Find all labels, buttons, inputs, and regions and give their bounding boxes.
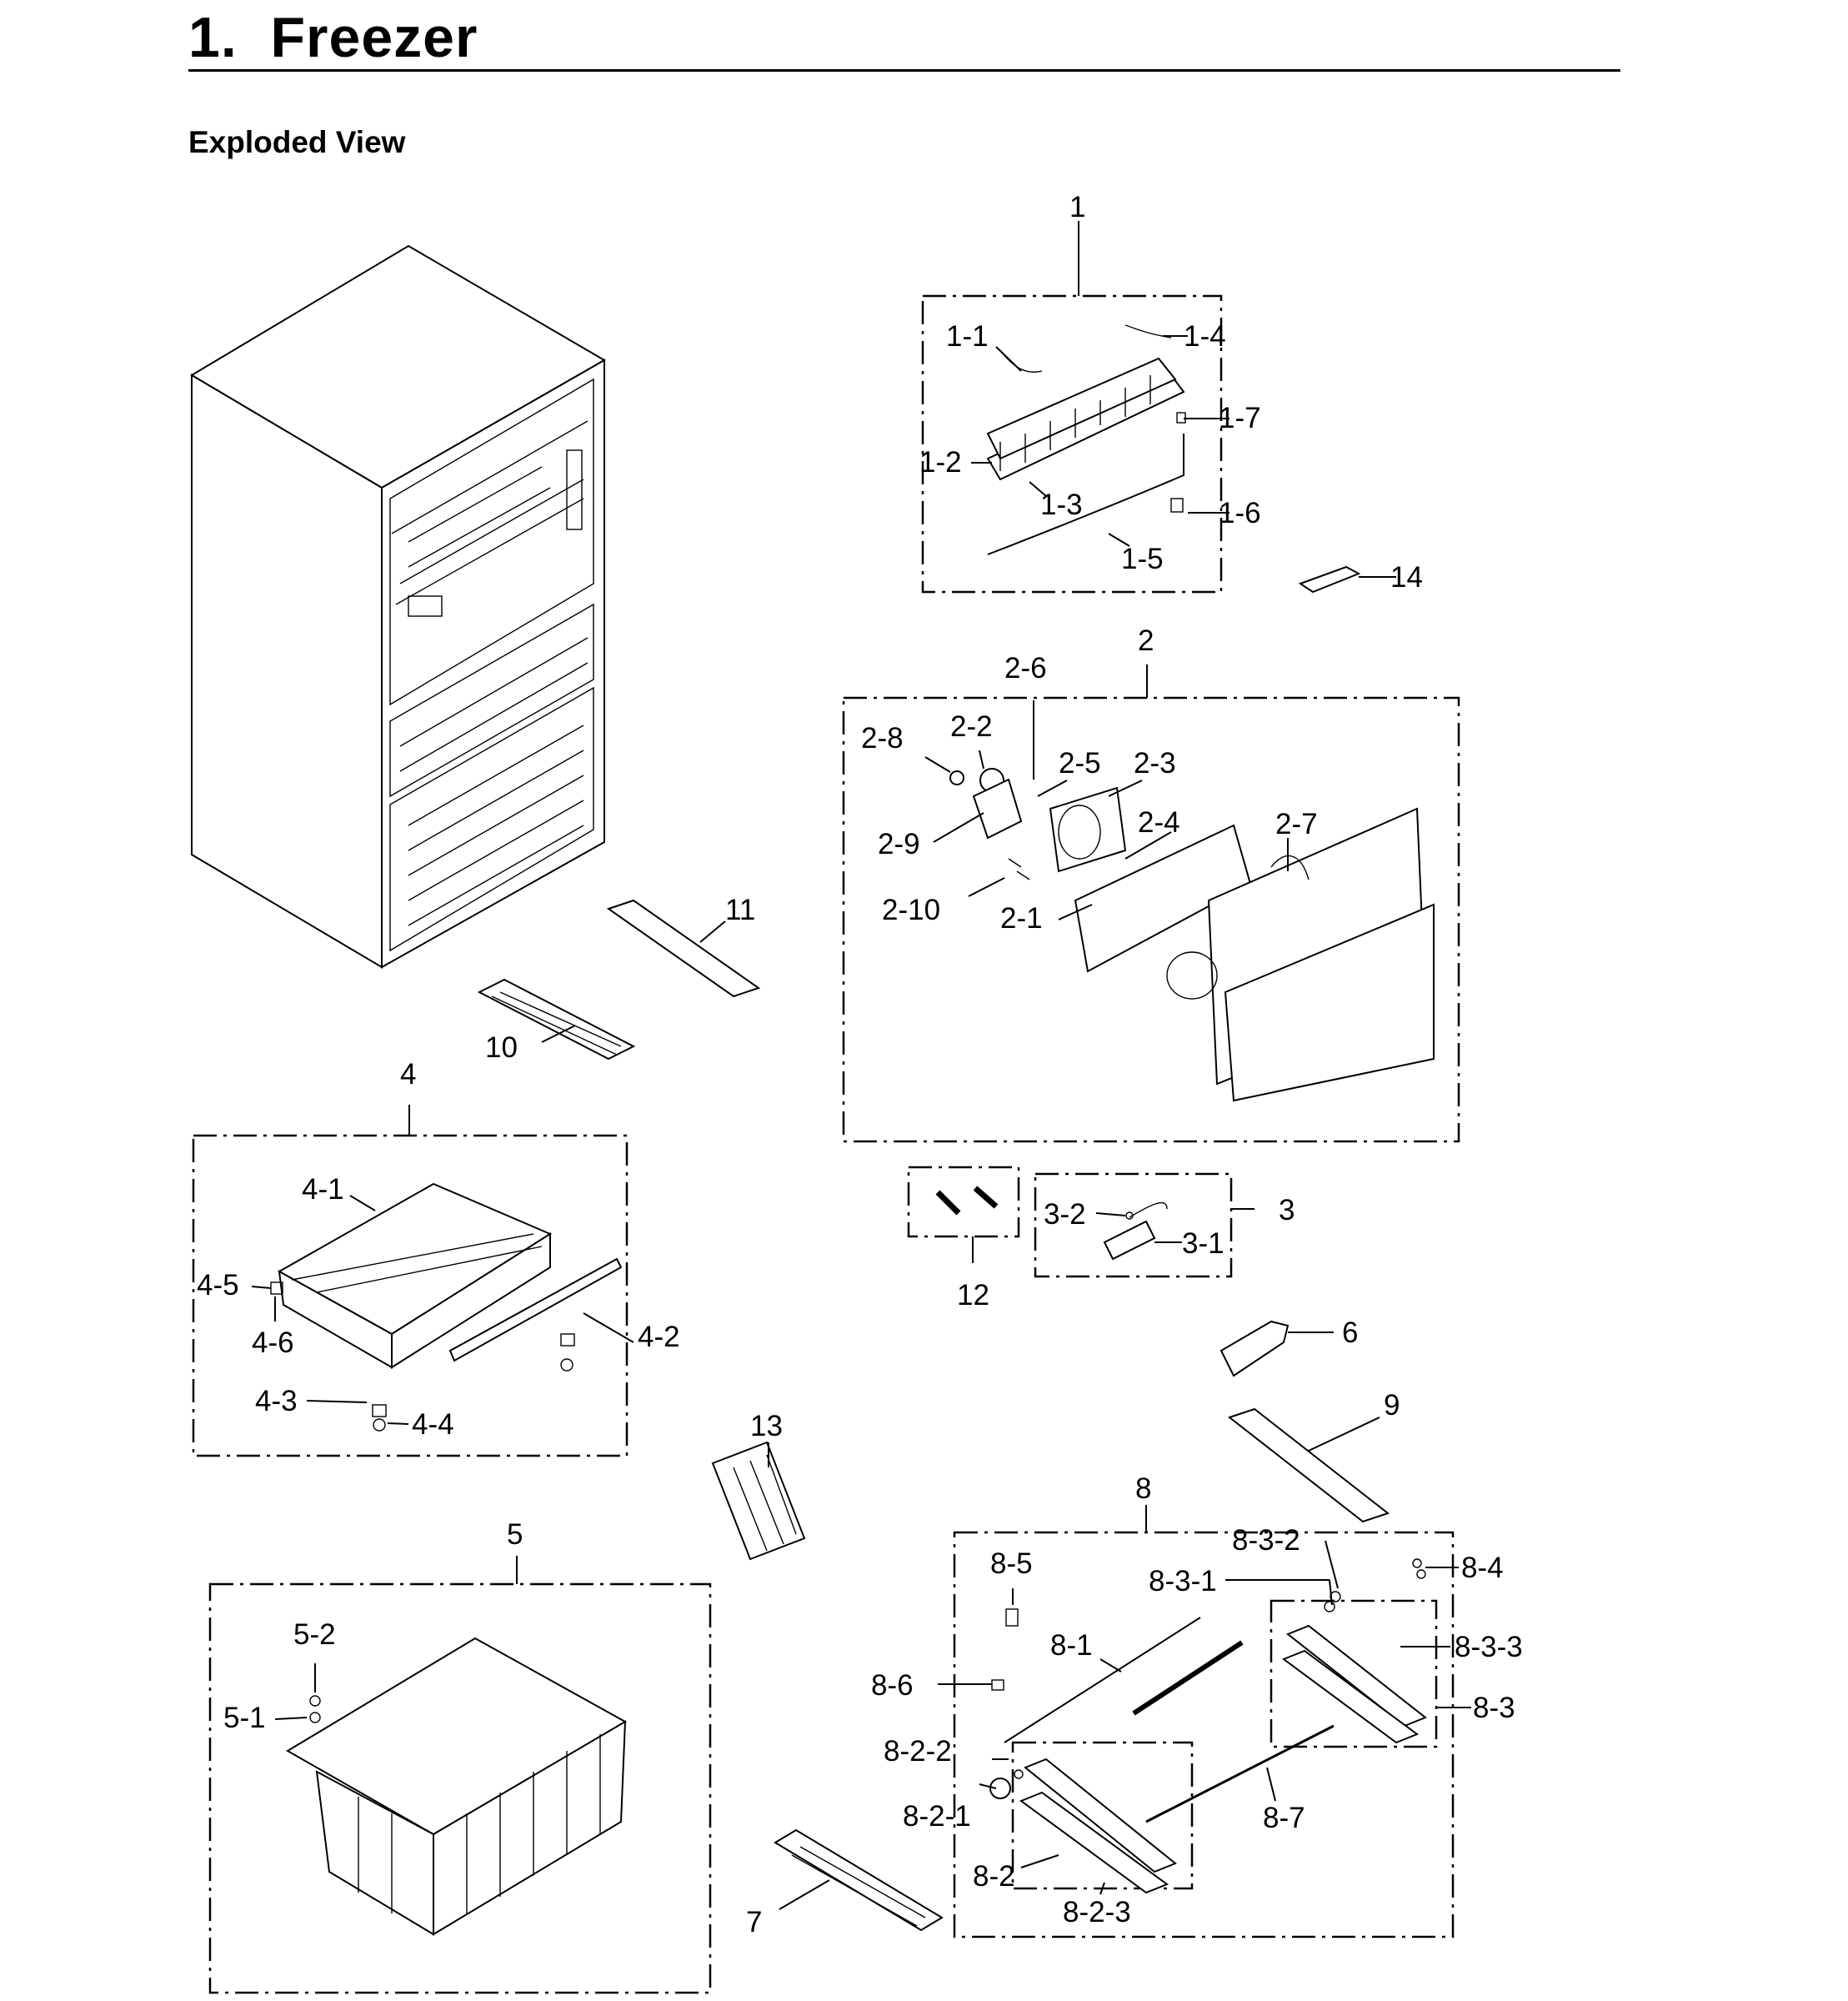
part-2-fan-duct: [949, 768, 1435, 1102]
callout-3: 3: [1279, 1194, 1295, 1226]
callout-1: 1: [1069, 191, 1085, 223]
part-14-cover: [1298, 565, 1361, 594]
part-6-bracket: [1219, 1320, 1290, 1377]
callout-2-7: 2-7: [1275, 808, 1318, 840]
callout-6: 6: [1342, 1316, 1358, 1349]
callout-2: 2: [1138, 624, 1154, 657]
callout-5: 5: [507, 1518, 523, 1551]
callout-2-6: 2-6: [1004, 652, 1047, 685]
callout-8-7: 8-7: [1263, 1802, 1305, 1834]
callout-7: 7: [746, 1906, 762, 1938]
callout-11: 11: [725, 894, 755, 926]
callout-2-1: 2-1: [1000, 902, 1043, 935]
callout-1-3: 1-3: [1040, 489, 1083, 521]
callout-4: 4: [400, 1058, 416, 1091]
callout-2-4: 2-4: [1138, 806, 1180, 839]
callout-2-2: 2-2: [950, 710, 993, 743]
cabinet-drawing: [190, 244, 606, 969]
callout-8-6: 8-6: [871, 1669, 914, 1702]
callout-1-1: 1-1: [946, 320, 989, 353]
part-8-rail-assembly: [989, 1558, 1427, 1894]
callout-5-1: 5-1: [223, 1702, 266, 1734]
callout-8-4: 8-4: [1461, 1552, 1504, 1584]
callout-1-7: 1-7: [1219, 402, 1261, 434]
callout-12: 12: [957, 1279, 989, 1311]
part-11-rail: [606, 899, 761, 998]
callout-10: 10: [485, 1031, 518, 1064]
part-10-cover: [477, 978, 636, 1061]
callout-4-3: 4-3: [255, 1385, 298, 1417]
callout-4-5: 4-5: [197, 1269, 239, 1301]
callout-8: 8: [1135, 1472, 1151, 1505]
callout-4-1: 4-1: [302, 1173, 344, 1206]
callout-2-10: 2-10: [882, 894, 940, 926]
callout-1-2: 1-2: [919, 446, 962, 479]
callout-8-2: 8-2: [973, 1860, 1015, 1893]
callout-8-5: 8-5: [990, 1547, 1033, 1580]
page-title: 1. Freezer: [188, 6, 478, 69]
callout-2-8: 2-8: [861, 722, 904, 755]
callout-2-9: 2-9: [878, 828, 920, 860]
callout-4-2: 4-2: [638, 1321, 680, 1353]
part-4-drawer: [270, 1182, 623, 1432]
callout-2-3: 2-3: [1134, 747, 1176, 780]
callout-1-6: 1-6: [1219, 497, 1261, 529]
callout-4-4: 4-4: [412, 1408, 454, 1441]
part-5-bin: [286, 1637, 628, 1936]
group-8-box: [953, 1531, 1455, 1938]
callout-8-3: 8-3: [1473, 1692, 1515, 1724]
part-9-rail: [1227, 1407, 1390, 1523]
part-1-evaporator: [986, 324, 1186, 555]
group-1-box: [921, 294, 1223, 594]
callout-8-1: 8-1: [1050, 1629, 1093, 1662]
group-8-3-box: [1270, 1599, 1438, 1748]
callout-1-4: 1-4: [1184, 320, 1226, 353]
callout-3-2: 3-2: [1044, 1198, 1086, 1231]
callout-13: 13: [750, 1410, 783, 1442]
group-5-box: [208, 1582, 712, 1994]
title-rule: [188, 69, 1620, 72]
group-2-box: [842, 696, 1460, 1143]
group-3-box: [1034, 1172, 1233, 1278]
callout-8-3-2: 8-3-2: [1232, 1524, 1300, 1557]
callout-8-3-1: 8-3-1: [1149, 1565, 1217, 1597]
part-12-clips: [935, 1186, 999, 1216]
part-3-sensor: [1103, 1201, 1168, 1261]
callout-8-2-2: 8-2-2: [884, 1735, 952, 1768]
callout-8-3-3: 8-3-3: [1455, 1631, 1523, 1663]
callout-8-2-1: 8-2-1: [903, 1800, 971, 1833]
section-subtitle: Exploded View: [188, 125, 406, 159]
callout-2-5: 2-5: [1059, 747, 1101, 780]
group-12-box: [907, 1166, 1020, 1238]
callout-1-5: 1-5: [1121, 543, 1164, 575]
callout-14: 14: [1390, 561, 1423, 594]
callout-5-2: 5-2: [293, 1618, 336, 1651]
callout-9: 9: [1384, 1389, 1400, 1422]
callout-8-2-3: 8-2-3: [1063, 1896, 1131, 1928]
part-13-cover: [711, 1441, 806, 1561]
callout-3-1: 3-1: [1182, 1227, 1224, 1260]
callout-4-6: 4-6: [252, 1326, 294, 1359]
